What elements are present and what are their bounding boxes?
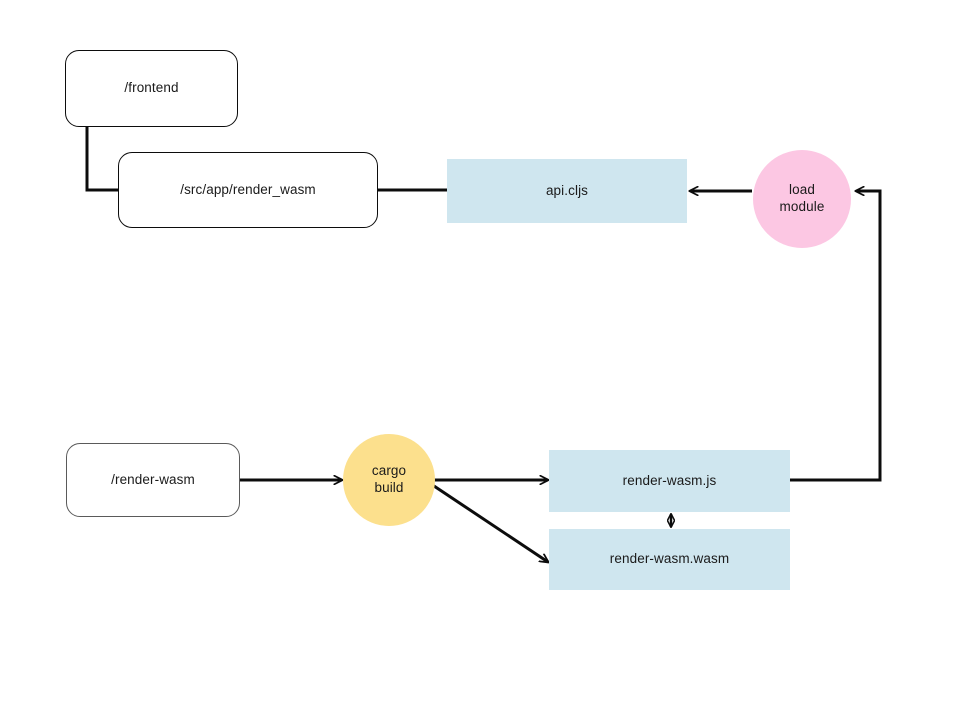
node-render-wasm-dir-label: /render-wasm <box>111 471 195 487</box>
node-render-wasm-wasm[interactable]: render-wasm.wasm <box>549 529 790 590</box>
node-render-wasm-dir[interactable]: /render-wasm <box>66 443 240 517</box>
node-load-module-label: load module <box>779 182 825 214</box>
node-src-app-render-wasm-label: /src/app/render_wasm <box>180 181 316 197</box>
edge-cargo-to-wasm <box>427 480 548 562</box>
edge-frontend-to-src <box>85 127 119 192</box>
node-api-cljs-label: api.cljs <box>545 182 589 198</box>
node-render-wasm-js[interactable]: render-wasm.js <box>549 450 790 512</box>
node-render-wasm-js-label: render-wasm.js <box>622 472 717 488</box>
node-frontend[interactable]: /frontend <box>65 50 238 127</box>
node-render-wasm-wasm-label: render-wasm.wasm <box>609 551 730 567</box>
node-cargo-build-label: cargo build <box>371 463 407 495</box>
node-api-cljs[interactable]: api.cljs <box>447 159 687 223</box>
node-frontend-label: /frontend <box>124 80 179 96</box>
node-load-module[interactable]: load module <box>753 150 851 248</box>
node-src-app-render-wasm[interactable]: /src/app/render_wasm <box>118 152 378 228</box>
node-cargo-build[interactable]: cargo build <box>343 434 435 526</box>
